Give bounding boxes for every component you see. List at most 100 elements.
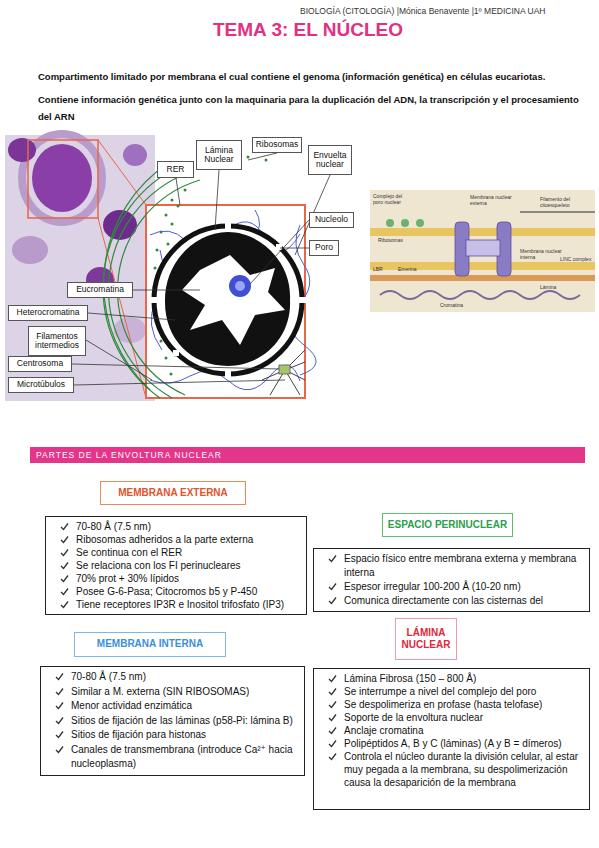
bullet-text: Se relaciona con los FI perinucleares (76, 560, 241, 571)
check-mark (328, 582, 337, 591)
check-mark (55, 745, 64, 754)
bullet-box: Espacio físico entre membrana externa y … (313, 548, 590, 612)
label-text: MEMBRANA EXTERNA (118, 487, 228, 500)
bullet-item: Lámina Fibrosa (150 – 800 Å) (328, 672, 583, 685)
check-mark (60, 548, 69, 557)
check-mark (329, 754, 336, 760)
bullet-box: 70-80 Å (7.5 nm)Ribosomas adheridos a la… (45, 516, 307, 615)
image-label: LINC complex (560, 256, 595, 262)
diagram-label: Envuelta nuclear (308, 145, 352, 175)
section-heading: ESPACIO PERINUCLEAR (382, 513, 513, 537)
bullet-item: Espacio físico entre membrana externa y … (328, 552, 583, 580)
check-mark (60, 535, 69, 544)
check-mark (55, 716, 64, 725)
bullet-box: 70-80 Å (7.5 nm) Similar a M. externa (SI… (40, 666, 305, 776)
page-title: TEMA 3: EL NÚCLEO (213, 19, 403, 41)
bullet-text: Polipéptidos A, B y C (láminas) (A y B =… (344, 738, 562, 749)
centrosome (279, 365, 290, 374)
bullet-text: Controla el núcleo durante la división c… (344, 751, 578, 788)
bullet-text: Similar a M. externa (SIN RIBOSOMAS) (71, 686, 249, 697)
check-mark (329, 741, 336, 747)
bullet-item: Canales de transmembrana (introduce Ca²⁺… (55, 743, 298, 772)
check-mark (329, 728, 336, 734)
image-label: Membrana nuclear externa (470, 194, 520, 206)
cell (12, 236, 48, 264)
bullet-text: Sitios de fijación para histonas (71, 729, 206, 740)
check-mark (60, 574, 69, 583)
label-text: Poro (315, 243, 333, 252)
check-mark (328, 700, 337, 709)
pore-complex (455, 222, 511, 276)
microtubules (262, 350, 305, 395)
label-text: Microtúbulos (17, 380, 65, 389)
diagram-label: Eucromatina (67, 282, 133, 298)
check-mark (56, 732, 63, 738)
check-mark (60, 587, 69, 596)
zoom-frame (28, 140, 98, 218)
bullet-item: Se continua con el RER (60, 546, 300, 559)
check-mark (328, 554, 337, 563)
bullet-item: Sitios de fijación para histonas (55, 728, 298, 743)
check-mark (60, 522, 69, 531)
diagram-label: Ribosomas (252, 137, 302, 153)
check-mark (329, 689, 336, 695)
ribosomes (386, 219, 424, 227)
nucleolus (235, 281, 245, 291)
check-mark (56, 703, 63, 709)
bullet-box: Lámina Fibrosa (150 – 800 Å)Se interrump… (313, 668, 590, 810)
bullet-item: Posee G-6-Pasa; Citocromos b5 y P-450 (60, 585, 300, 598)
check-mark (328, 674, 337, 683)
bullet-item: Se interrumpe a nivel del complejo del p… (328, 685, 583, 698)
section-heading: LÁMINA NUCLEAR (395, 618, 457, 660)
check-mark (61, 589, 68, 595)
image-label: Ribosomas (378, 237, 418, 243)
bullet-item: 70% prot + 30% lípidos (60, 572, 300, 585)
check-mark (55, 672, 64, 681)
bullet-item: Controla el núcleo durante la división c… (328, 750, 583, 789)
bullet-text: Lámina Fibrosa (150 – 800 Å) (344, 673, 476, 684)
diagram-label: RER (157, 161, 194, 178)
bullet-item: Espesor irregular 100-200 Å (10-20 nm) (328, 580, 583, 594)
pore-illustration (370, 190, 595, 312)
label-text: Filamentos intermedios (29, 332, 85, 351)
check-mark (329, 584, 336, 590)
bullet-text: Se continua con el RER (76, 547, 182, 558)
check-mark (60, 561, 69, 570)
diagram-label: Heterocromatina (8, 305, 88, 321)
check-mark (56, 746, 63, 752)
cytoskeleton (520, 211, 595, 213)
check-mark (61, 563, 68, 569)
diagram-label: Nucleolo (309, 212, 354, 228)
check-mark (329, 702, 336, 708)
diagram-label: Centrosoma (8, 356, 72, 372)
label-text: Ribosomas (256, 140, 299, 149)
bullet-item: Comunica directamente con las cisternas … (328, 594, 583, 608)
bullet-item: Tiene receptores IP3R e Inositol trifosf… (60, 598, 300, 611)
intermediate-filaments (150, 210, 316, 390)
check-mark (61, 550, 68, 556)
label-text: Heterocromatina (17, 308, 80, 317)
nuclear-envelope (154, 226, 302, 374)
bullet-item: 70-80 Å (7.5 nm) (60, 520, 300, 533)
bullet-text: Espacio físico entre membrana externa y … (344, 553, 576, 578)
check-mark (329, 556, 336, 562)
bullet-text: Ribosomas adheridos a la parte externa (76, 534, 253, 545)
section-band: PARTES DE LA ENVOLTURA NUCLEAR (30, 447, 585, 463)
bullet-item: 70-80 Å (7.5 nm) (55, 670, 298, 685)
bullet-text: Canales de transmembrana (introduce Ca²⁺… (71, 744, 293, 770)
diagram-label: Filamentos intermedios (28, 326, 86, 356)
bullet-text: 70-80 Å (7.5 nm) (71, 671, 146, 682)
check-mark (328, 752, 337, 761)
check-mark (328, 713, 337, 722)
intro-text: Contiene información genética junto con … (38, 91, 583, 125)
bullet-text: Comunica directamente con las cisternas … (344, 595, 543, 606)
leader-lines (72, 153, 330, 385)
bullet-item: Menor actividad enzimática (55, 699, 298, 714)
label-text: LÁMINA NUCLEAR (396, 627, 456, 652)
label-text: Eucromatina (76, 285, 124, 294)
heterochromatin (165, 232, 290, 366)
cell-nucleus (32, 144, 92, 212)
section-heading: MEMBRANA INTERNA (74, 632, 226, 657)
diagram-label: Microtúbulos (8, 377, 74, 393)
